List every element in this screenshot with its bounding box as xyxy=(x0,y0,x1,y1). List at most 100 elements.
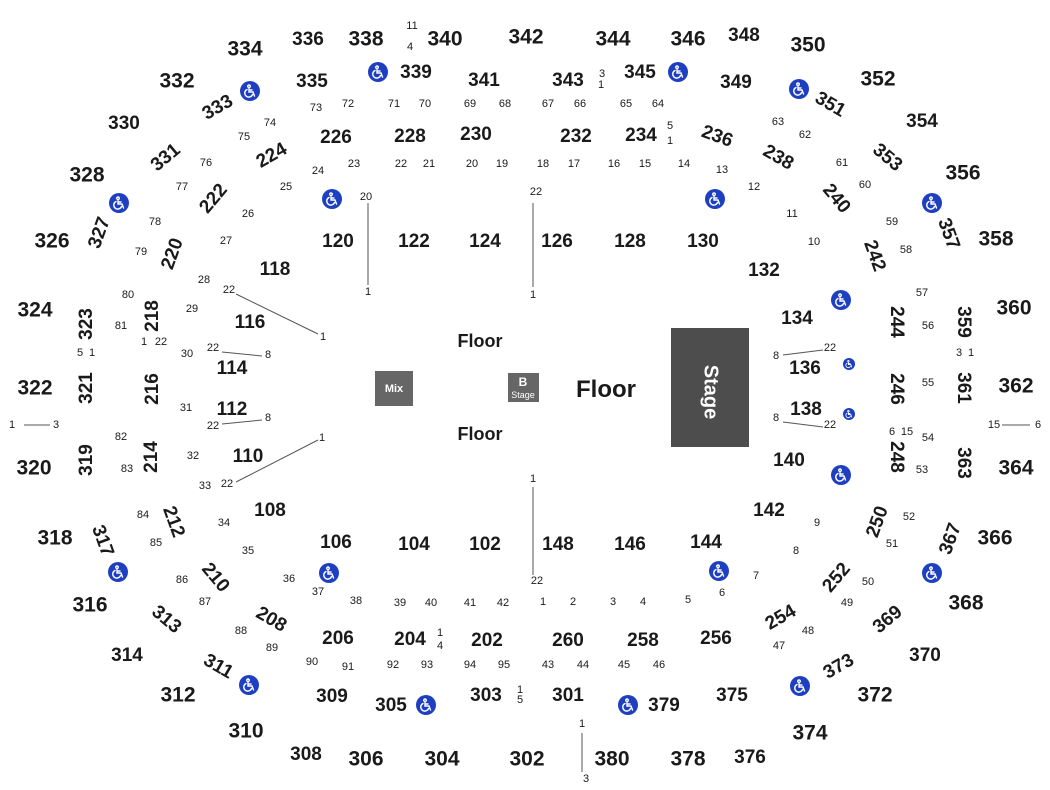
section-338[interactable]: 338 xyxy=(348,28,383,51)
section-122[interactable]: 122 xyxy=(398,231,430,252)
wheelchair-icon[interactable] xyxy=(790,676,810,696)
section-344[interactable]: 344 xyxy=(595,28,630,51)
section-328[interactable]: 328 xyxy=(69,164,104,187)
stage[interactable] xyxy=(671,328,749,447)
section-124[interactable]: 124 xyxy=(469,231,501,252)
section-146[interactable]: 146 xyxy=(614,534,646,555)
section-327[interactable]: 327 xyxy=(84,214,115,251)
wheelchair-icon[interactable] xyxy=(709,561,729,581)
section-368[interactable]: 368 xyxy=(948,592,983,615)
section-319[interactable]: 319 xyxy=(76,444,97,476)
section-310[interactable]: 310 xyxy=(228,720,263,743)
section-374[interactable]: 374 xyxy=(792,722,827,745)
section-356[interactable]: 356 xyxy=(945,162,980,185)
section-228[interactable]: 228 xyxy=(394,126,426,147)
section-244[interactable]: 244 xyxy=(886,306,907,338)
floor-label-upper[interactable]: Floor xyxy=(458,331,503,351)
section-352[interactable]: 352 xyxy=(860,68,895,91)
wheelchair-icon[interactable] xyxy=(843,358,855,370)
section-148[interactable]: 148 xyxy=(542,534,574,555)
section-322[interactable]: 322 xyxy=(17,377,52,400)
section-236[interactable]: 236 xyxy=(699,121,736,152)
section-340[interactable]: 340 xyxy=(427,28,462,51)
section-238[interactable]: 238 xyxy=(759,141,797,175)
section-116[interactable]: 116 xyxy=(235,312,266,333)
floor-label-main[interactable]: Floor xyxy=(576,376,636,403)
section-232[interactable]: 232 xyxy=(560,126,592,147)
section-256[interactable]: 256 xyxy=(700,628,732,649)
section-210[interactable]: 210 xyxy=(197,559,233,597)
section-366[interactable]: 366 xyxy=(977,527,1012,550)
section-331[interactable]: 331 xyxy=(147,139,185,176)
section-102[interactable]: 102 xyxy=(469,534,501,555)
section-358[interactable]: 358 xyxy=(978,228,1013,251)
section-110[interactable]: 110 xyxy=(233,446,264,467)
section-206[interactable]: 206 xyxy=(322,628,354,649)
section-346[interactable]: 346 xyxy=(670,28,705,51)
section-208[interactable]: 208 xyxy=(252,603,290,637)
section-342[interactable]: 342 xyxy=(508,26,543,49)
section-226[interactable]: 226 xyxy=(320,127,352,148)
section-136[interactable]: 136 xyxy=(789,358,821,379)
section-363[interactable]: 363 xyxy=(953,447,974,479)
section-343[interactable]: 343 xyxy=(552,70,584,91)
section-260[interactable]: 260 xyxy=(552,630,584,651)
section-353[interactable]: 353 xyxy=(868,139,906,175)
section-306[interactable]: 306 xyxy=(348,748,383,771)
section-242[interactable]: 242 xyxy=(859,237,890,274)
section-254[interactable]: 254 xyxy=(762,600,800,634)
section-234[interactable]: 234 xyxy=(625,125,657,146)
section-106[interactable]: 106 xyxy=(320,532,352,553)
section-376[interactable]: 376 xyxy=(734,747,766,768)
section-258[interactable]: 258 xyxy=(627,630,659,651)
section-348[interactable]: 348 xyxy=(728,25,760,46)
section-350[interactable]: 350 xyxy=(790,34,825,57)
section-312[interactable]: 312 xyxy=(160,684,195,707)
section-320[interactable]: 320 xyxy=(16,457,51,480)
section-302[interactable]: 302 xyxy=(509,748,544,771)
wheelchair-icon[interactable] xyxy=(922,193,942,213)
section-345[interactable]: 345 xyxy=(624,62,656,83)
section-212[interactable]: 212 xyxy=(158,503,189,540)
wheelchair-icon[interactable] xyxy=(668,62,688,82)
section-118[interactable]: 118 xyxy=(260,259,291,280)
section-349[interactable]: 349 xyxy=(720,72,752,93)
wheelchair-icon[interactable] xyxy=(705,189,725,209)
section-364[interactable]: 364 xyxy=(998,457,1033,480)
section-323[interactable]: 323 xyxy=(76,308,97,340)
section-370[interactable]: 370 xyxy=(909,645,941,666)
section-104[interactable]: 104 xyxy=(398,534,430,555)
section-313[interactable]: 313 xyxy=(147,601,185,637)
section-378[interactable]: 378 xyxy=(670,748,705,771)
section-303[interactable]: 303 xyxy=(470,685,502,706)
section-334[interactable]: 334 xyxy=(227,38,262,61)
section-324[interactable]: 324 xyxy=(17,299,52,322)
section-138[interactable]: 138 xyxy=(790,399,822,420)
section-375[interactable]: 375 xyxy=(716,685,748,706)
wheelchair-icon[interactable] xyxy=(618,695,638,715)
section-202[interactable]: 202 xyxy=(471,630,503,651)
section-369[interactable]: 369 xyxy=(869,601,907,637)
section-362[interactable]: 362 xyxy=(998,375,1033,398)
section-140[interactable]: 140 xyxy=(773,450,805,471)
section-224[interactable]: 224 xyxy=(253,138,291,172)
section-126[interactable]: 126 xyxy=(541,231,573,252)
section-248[interactable]: 248 xyxy=(886,441,907,473)
wheelchair-icon[interactable] xyxy=(240,81,260,101)
section-309[interactable]: 309 xyxy=(316,686,348,707)
wheelchair-icon[interactable] xyxy=(789,79,809,99)
floor-label-lower[interactable]: Floor xyxy=(458,424,503,444)
section-305[interactable]: 305 xyxy=(375,695,407,716)
section-339[interactable]: 339 xyxy=(400,62,432,83)
section-380[interactable]: 380 xyxy=(594,748,629,771)
section-373[interactable]: 373 xyxy=(820,650,858,684)
section-132[interactable]: 132 xyxy=(748,260,780,281)
section-301[interactable]: 301 xyxy=(552,685,584,706)
wheelchair-icon[interactable] xyxy=(239,675,259,695)
section-120[interactable]: 120 xyxy=(322,231,354,252)
wheelchair-icon[interactable] xyxy=(319,563,339,583)
section-367[interactable]: 367 xyxy=(935,520,966,557)
section-311[interactable]: 311 xyxy=(200,650,237,684)
section-326[interactable]: 326 xyxy=(34,230,69,253)
section-130[interactable]: 130 xyxy=(687,231,719,252)
